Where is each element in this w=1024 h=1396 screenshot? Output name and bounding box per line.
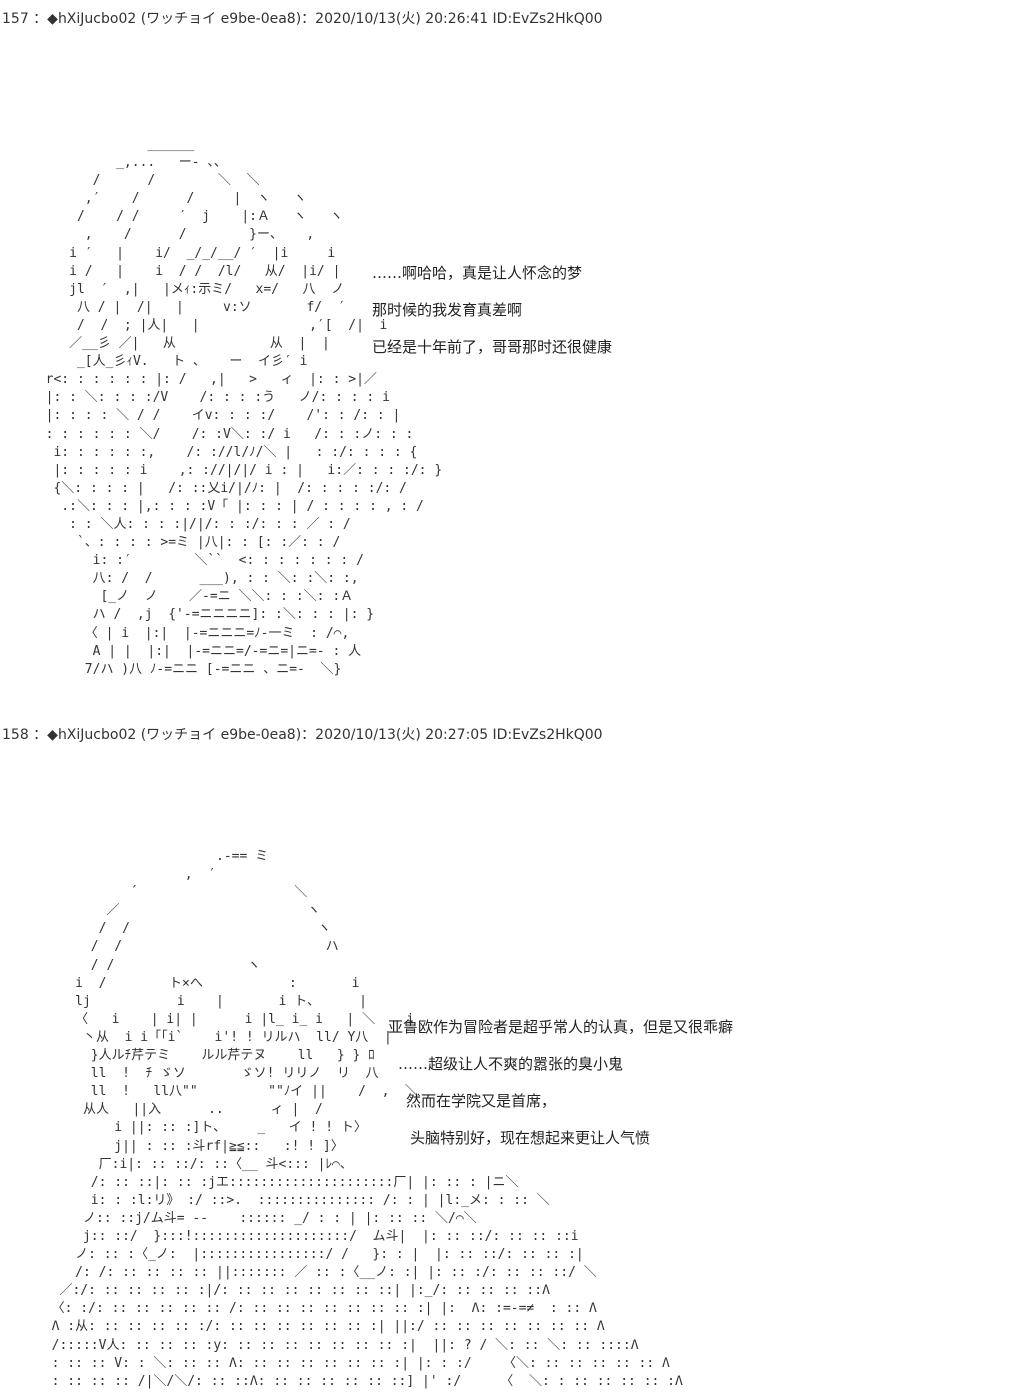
dialogue-line: 那时候的我发育真差啊 [372,301,523,319]
post-header: 157 ：◆hXiJucbo02 (ワッチョイ e9be-0ea8)：2020/… [2,11,603,27]
dialogue-line: ……超级让人不爽的嚣张的臭小鬼 [398,1055,624,1073]
ascii-art-figure: .-== ミ , ′ ´ ＼ ／ ヽ / / ヽ / / ハ / / [51,849,683,1389]
dialogue-line: 已经是十年前了，哥哥那时还很健康 [372,338,613,356]
dialogue-line: 亚鲁欧作为冒险者是超乎常人的认真，但是又很乖癖 [388,1018,734,1036]
dialogue-line: 然而在学院又是首席， [406,1092,557,1110]
post-header: 158 ：◆hXiJucbo02 (ワッチョイ e9be-0ea8)：2020/… [2,727,603,743]
dialogue-line: ……啊哈哈，真是让人怀念的梦 [372,264,583,282]
dialogue-block: ……啊哈哈，真是让人怀念的梦 那时候的我发育真差啊 已经是十年前了，哥哥那时还很… [372,255,612,366]
dialogue-block: 亚鲁欧作为冒险者是超乎常人的认真，但是又很乖癖 ……超级让人不爽的嚣张的臭小鬼 … [388,1009,733,1157]
ascii-art-figure: ______ _,... ー- 、、 / / ＼ ＼ ,′ / / | ヽ ヽ … [45,137,443,677]
dialogue-line: 头脑特别好，现在想起来更让人气愤 [410,1129,651,1147]
